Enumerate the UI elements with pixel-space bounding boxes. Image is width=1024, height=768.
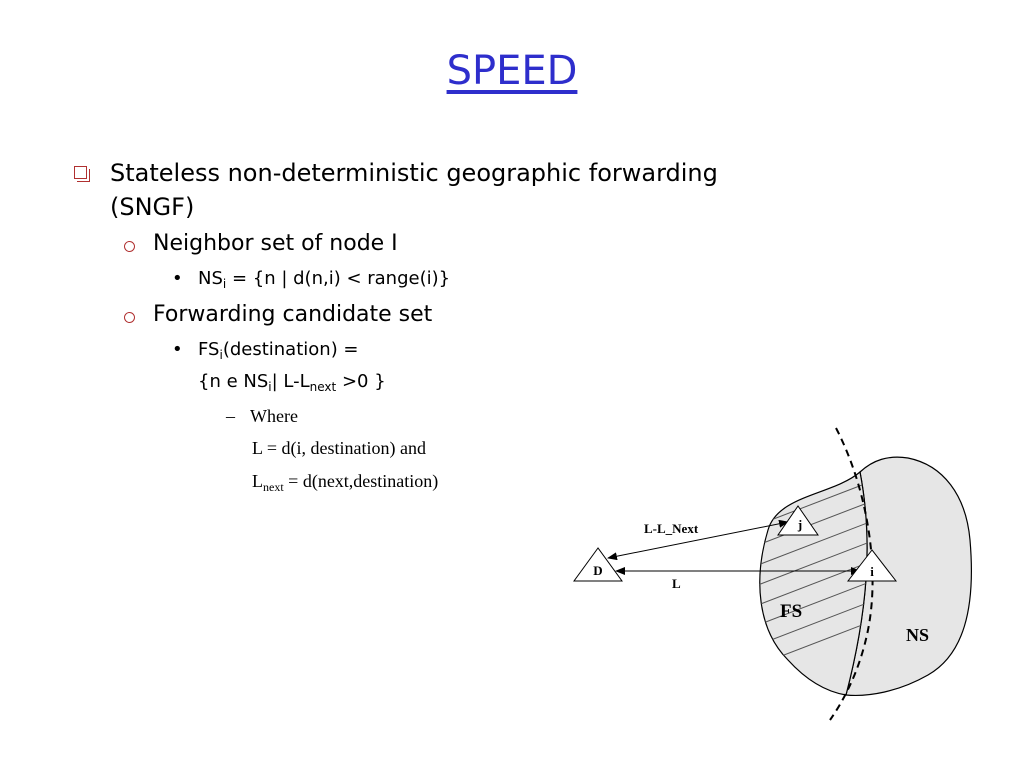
slide-title: SPEED <box>446 48 578 94</box>
lnext-subscript: next <box>263 480 284 494</box>
label-l: L <box>672 576 681 591</box>
set-part-c: >0 } <box>336 371 386 392</box>
ns-rest: = {n | d(n,i) < range(i)} <box>226 268 451 289</box>
label-l-next: L-L_Next <box>644 521 699 536</box>
bullet-circle-icon <box>124 241 135 252</box>
node-j-triangle <box>777 505 819 536</box>
node-d-label: D <box>593 563 602 578</box>
fs-prefix: FS <box>198 339 220 360</box>
label-ns: NS <box>906 625 929 645</box>
node-i-label: i <box>870 564 874 579</box>
bullet-text-line2: (SNGF) <box>110 193 195 221</box>
ns-prefix: NS <box>198 268 223 289</box>
l-definition: L = d(i, destination) and <box>252 438 426 458</box>
node-j-label: j <box>797 517 802 532</box>
forwarding-set: {n e NSi| L-Lnext >0 } <box>198 370 386 394</box>
set-subscript-next: next <box>309 380 337 394</box>
arrow-l-next <box>607 519 789 561</box>
bullet-dot-icon: • <box>172 339 183 360</box>
label-fs: FS <box>780 601 802 622</box>
set-part-a: {n e NS <box>198 371 269 392</box>
bullet-dot-icon: • <box>172 268 183 289</box>
fs-rest: (destination) = <box>222 339 359 360</box>
range-boundary <box>829 427 874 721</box>
dash-bullet: – <box>226 406 235 426</box>
set-subscript-i: i <box>268 380 272 394</box>
forwarding-heading: Forwarding candidate set <box>153 302 433 327</box>
node-d-triangle <box>573 547 623 582</box>
neighbor-definition: NSi = {n | d(n,i) < range(i)} <box>198 267 450 291</box>
bullet-square-icon <box>74 166 90 182</box>
lnext-b: = d(next,destination) <box>283 471 439 491</box>
lnext-definition: Lnext = d(next,destination) <box>252 469 438 493</box>
fs-subscript: i <box>219 348 223 362</box>
set-part-b: | L-L <box>271 371 310 392</box>
bullet-circle-icon <box>124 312 135 323</box>
forwarding-diagram: D i j L-L_Next L FS NS <box>573 427 973 721</box>
where-label: Where <box>250 406 298 426</box>
bullet-text-line1: Stateless non-deterministic geographic f… <box>110 159 718 187</box>
neighbor-heading: Neighbor set of node I <box>153 231 398 256</box>
lnext-a: L <box>252 471 263 491</box>
node-i-triangle <box>846 549 898 582</box>
forwarding-definition: FSi(destination) = <box>198 338 359 362</box>
ns-subscript: i <box>222 277 227 291</box>
bullet-text-sngf: Stateless non-deterministic geographic f… <box>110 156 830 224</box>
